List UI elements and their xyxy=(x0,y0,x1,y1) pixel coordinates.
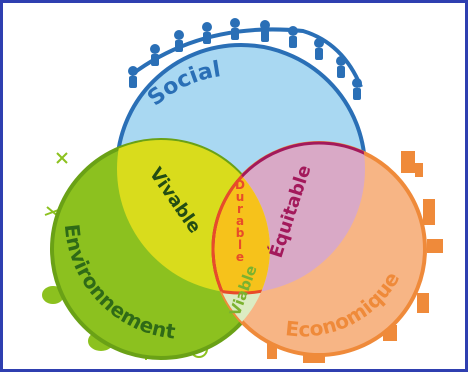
durable-outline-top xyxy=(213,143,270,295)
factories-decoration xyxy=(267,151,443,363)
durable-outline xyxy=(211,141,270,293)
equitable-overlap xyxy=(213,143,365,293)
vivable-overlap xyxy=(117,140,270,293)
sustainability-venn-diagram: Social Environnement Economique Vivable … xyxy=(42,18,443,363)
people-figures-decoration xyxy=(128,18,363,100)
